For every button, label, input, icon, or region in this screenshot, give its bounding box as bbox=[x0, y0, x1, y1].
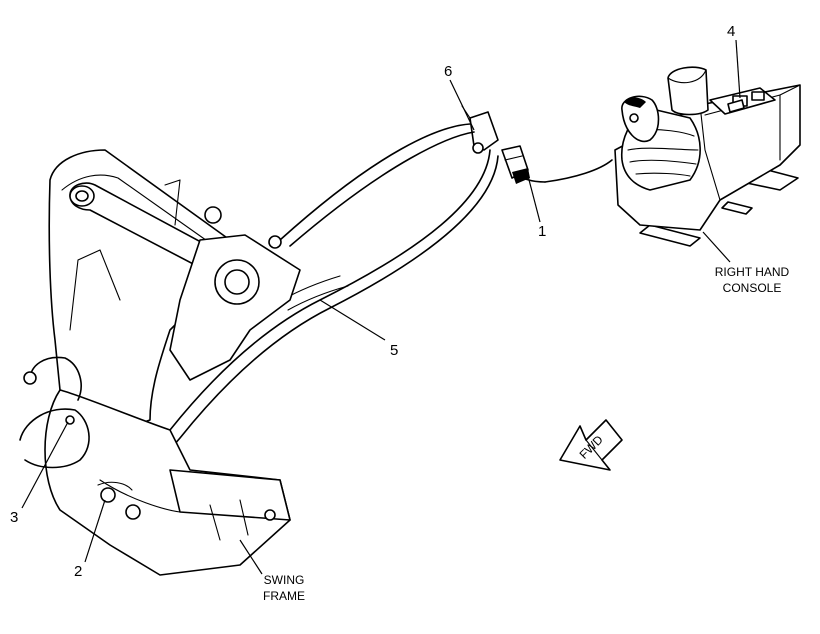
label-swing-frame-1: SWING bbox=[264, 573, 305, 587]
callout-4: 4 bbox=[727, 23, 735, 40]
callout-6: 6 bbox=[444, 63, 452, 80]
label-right-hand-console-2: CONSOLE bbox=[723, 281, 782, 295]
callout-3: 3 bbox=[10, 509, 18, 526]
label-swing-frame-2: FRAME bbox=[263, 589, 305, 603]
right-hand-console bbox=[544, 66, 801, 247]
callout-2: 2 bbox=[74, 563, 82, 580]
label-right-hand-console-1: RIGHT HAND bbox=[715, 265, 790, 279]
callout-5: 5 bbox=[390, 342, 398, 359]
fwd-arrow-icon: FWD bbox=[559, 419, 623, 471]
wiring-harness bbox=[99, 105, 546, 487]
callout-1: 1 bbox=[538, 223, 546, 240]
callouts: 1 2 3 4 5 6 bbox=[10, 23, 735, 580]
machine-frame bbox=[19, 149, 301, 576]
leader-lines bbox=[21, 39, 741, 575]
component-labels: RIGHT HAND CONSOLE SWING FRAME bbox=[263, 265, 790, 603]
